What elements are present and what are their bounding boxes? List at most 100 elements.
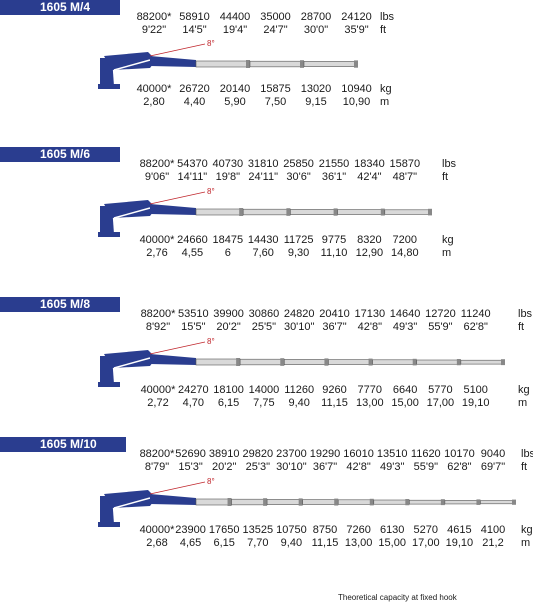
ft-value: 62'8" bbox=[447, 461, 472, 473]
kg-value: 6640 bbox=[392, 384, 418, 396]
crane-boom-extension bbox=[266, 499, 301, 505]
lbs-value: 88200* bbox=[140, 308, 176, 320]
ft-value: 69'7" bbox=[480, 461, 506, 473]
crane-boom-first bbox=[150, 204, 196, 215]
kg-value: 40000* bbox=[139, 234, 175, 246]
m-value: 11,10 bbox=[320, 247, 348, 259]
m-value: 6 bbox=[224, 247, 231, 259]
lbs-value: 30860 bbox=[248, 308, 280, 320]
crane-boom-joint bbox=[501, 359, 505, 366]
ft-value: 15'3" bbox=[178, 461, 203, 473]
crane-boom-joint bbox=[412, 358, 417, 366]
crane-boom-joint bbox=[368, 358, 373, 366]
m-value: 17,00 bbox=[412, 537, 440, 549]
lbs-value: 9040 bbox=[480, 448, 506, 460]
lbs-value: 88200* bbox=[139, 158, 175, 170]
m-value: 14,80 bbox=[391, 247, 419, 259]
ft-value: 36'7" bbox=[322, 321, 347, 333]
angle-label: 8° bbox=[207, 40, 215, 48]
m-unit: m bbox=[518, 397, 528, 409]
ft-value: 25'5" bbox=[251, 321, 277, 333]
m-value: 15,00 bbox=[391, 397, 419, 409]
m-value: 4,65 bbox=[179, 537, 202, 549]
kg-value: 7770 bbox=[357, 384, 383, 396]
m-value: 21,2 bbox=[482, 537, 504, 549]
crane-boom-first bbox=[150, 494, 196, 505]
ft-value: 8'79" bbox=[144, 461, 170, 473]
lbs-value: 19290 bbox=[309, 448, 341, 460]
ft-unit: ft bbox=[380, 24, 387, 36]
lbs-unit: lbs bbox=[442, 158, 457, 170]
m-value: 19,10 bbox=[461, 397, 490, 409]
lbs-value: 44400 bbox=[219, 11, 251, 23]
lbs-value: 53510 bbox=[178, 308, 209, 320]
lbs-value: 88200* bbox=[136, 11, 172, 23]
ft-value: 55'9" bbox=[413, 461, 438, 473]
crane-boom-joint bbox=[324, 358, 329, 366]
model-tab: 1605 M/8 bbox=[0, 297, 120, 312]
m-value: 9,30 bbox=[287, 247, 310, 259]
kg-value: 9260 bbox=[322, 384, 347, 396]
crane-boom-joint bbox=[246, 60, 250, 68]
ft-value: 30'10" bbox=[276, 461, 307, 473]
crane-boom-joint bbox=[239, 208, 244, 216]
crane-boom-extension bbox=[416, 359, 460, 365]
ft-value: 9'22" bbox=[141, 24, 167, 36]
m-value: 4,70 bbox=[182, 397, 205, 409]
kg-value: 6130 bbox=[379, 524, 405, 536]
lbs-value: 58910 bbox=[179, 11, 210, 23]
crane-boom-extension bbox=[239, 358, 283, 366]
ft-value: 14'5" bbox=[182, 24, 207, 36]
ft-value: 24'11" bbox=[248, 171, 279, 183]
m-value: 15,00 bbox=[378, 537, 406, 549]
ft-value: 25'3" bbox=[245, 461, 270, 473]
kg-value: 15875 bbox=[260, 83, 291, 95]
crane-main-arm bbox=[104, 490, 156, 508]
kg-value: 40000* bbox=[136, 83, 172, 95]
ft-value: 30'10" bbox=[283, 321, 315, 333]
lbs-value: 21550 bbox=[318, 158, 350, 170]
crane-diagram: 8° bbox=[98, 338, 505, 387]
kg-value: 18100 bbox=[213, 384, 244, 396]
ft-value: 42'4" bbox=[357, 171, 382, 183]
m-value: 7,75 bbox=[253, 397, 275, 409]
angle-label: 8° bbox=[207, 188, 215, 196]
lbs-value: 13510 bbox=[376, 448, 408, 460]
angle-line bbox=[149, 481, 206, 495]
kg-value: 10750 bbox=[276, 524, 307, 536]
lbs-unit: lbs bbox=[380, 11, 395, 23]
crane-diagram: 8° bbox=[98, 188, 432, 237]
crane-boom-joint bbox=[380, 208, 385, 216]
m-value: 7,70 bbox=[247, 537, 269, 549]
crane-boom-first bbox=[150, 354, 196, 365]
kg-value: 5770 bbox=[428, 384, 453, 396]
lbs-unit: lbs bbox=[521, 448, 533, 460]
ft-value: 42'8" bbox=[357, 321, 382, 333]
kg-value: 7200 bbox=[392, 234, 418, 246]
footnote: Theoretical capacity at fixed hook bbox=[338, 593, 457, 602]
kg-unit: kg bbox=[380, 83, 392, 95]
ft-value: 30'6" bbox=[286, 171, 311, 183]
kg-unit: kg bbox=[442, 234, 454, 246]
ft-value: 49'3" bbox=[392, 321, 418, 333]
lbs-value: 52690 bbox=[175, 448, 206, 460]
lbs-value: 10170 bbox=[444, 448, 475, 460]
ft-row: 9'22"14'5"19'4"24'7"30'0"35'9"ft bbox=[0, 24, 533, 38]
crane-cylinder bbox=[113, 497, 151, 509]
kg-value: 40000* bbox=[139, 524, 175, 536]
crane-boom-extension bbox=[290, 209, 336, 215]
angle-line bbox=[149, 43, 206, 57]
ft-row: 9'06"14'11"19'8"24'11"30'6"36'1"42'4"48'… bbox=[0, 171, 533, 185]
crane-main-arm bbox=[104, 200, 156, 218]
kg-value: 17650 bbox=[208, 524, 240, 536]
crane-boom-extension bbox=[242, 208, 289, 216]
kg-value: 26720 bbox=[179, 83, 210, 95]
crane-boom-extension bbox=[409, 499, 444, 505]
lbs-value: 23700 bbox=[276, 448, 307, 460]
lbs-value: 88200* bbox=[139, 448, 175, 460]
m-value: 6,15 bbox=[213, 537, 235, 549]
